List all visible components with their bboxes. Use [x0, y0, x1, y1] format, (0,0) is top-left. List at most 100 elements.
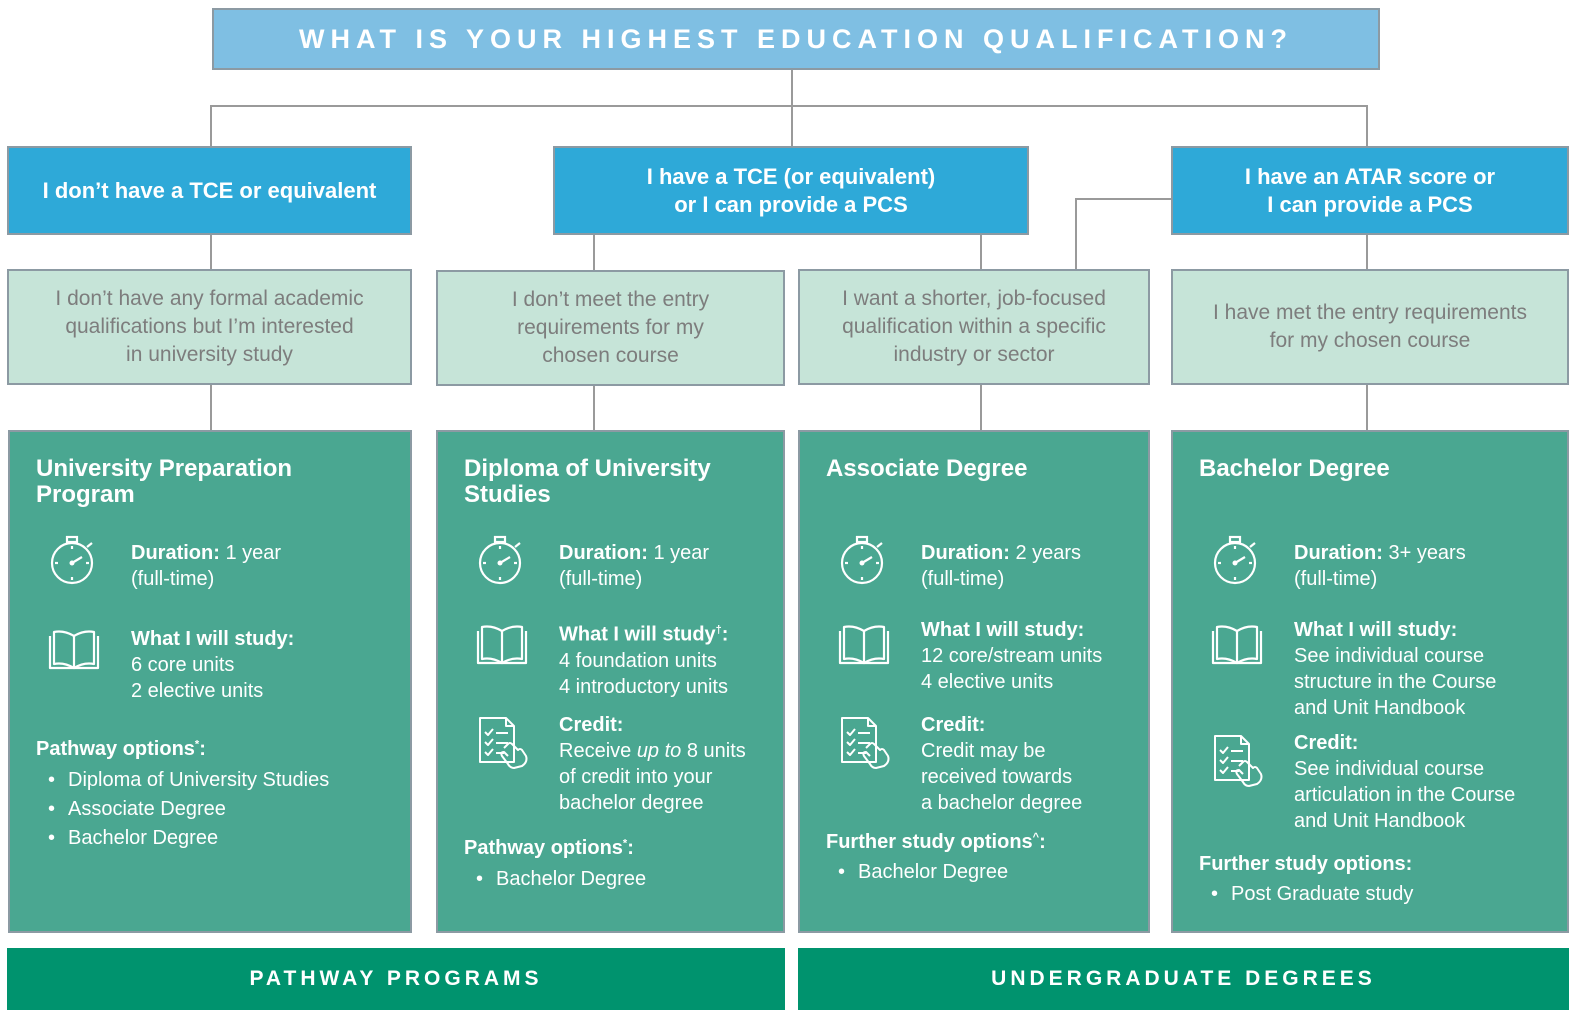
study-label: What I will study: — [131, 628, 295, 650]
study-line: 2 elective units — [131, 680, 264, 702]
situation-text: I don’t meet the entry — [511, 288, 710, 311]
program-card-university-preparation: University Preparation Program Duration:… — [8, 430, 412, 933]
duration-note: (full-time) — [1294, 568, 1378, 590]
duration-note: (full-time) — [921, 568, 1005, 590]
study-line: and Unit Handbook — [1294, 697, 1466, 719]
book-icon — [474, 617, 530, 673]
qualification-label: I don’t have a TCE or equivalent — [42, 177, 377, 203]
situation-text: qualifications but I’m interested — [65, 315, 354, 338]
program-title: University Preparation Program — [36, 455, 293, 508]
list-item: Associate Degree — [48, 795, 329, 824]
connector — [210, 105, 1368, 107]
qualification-box-no-tce: I don’t have a TCE or equivalent — [7, 146, 412, 235]
stopwatch-icon — [46, 532, 102, 588]
credit-line: Credit may be — [921, 740, 1046, 762]
question-title: WHAT IS YOUR HIGHEST EDUCATION QUALIFICA… — [299, 23, 1293, 54]
further-study-list: Bachelor Degree — [838, 858, 1008, 887]
footer-undergraduate-degrees: UNDERGRADUATE DEGREES — [798, 948, 1569, 1010]
study-label: What I will study: — [1294, 619, 1458, 641]
duration-label: Duration: — [131, 542, 220, 564]
list-item: Bachelor Degree — [838, 858, 1008, 887]
situation-text: I want a shorter, job-focused — [842, 287, 1106, 310]
credit-label: Credit: — [559, 714, 624, 736]
pathway-options-list: Diploma of University Studies Associate … — [48, 766, 329, 853]
credit-line: of credit into your — [559, 766, 713, 788]
study-line: See individual course — [1294, 645, 1485, 667]
credit-label: Credit: — [921, 714, 986, 736]
checklist-icon — [1209, 732, 1265, 788]
qualification-label: or I can provide a PCS — [674, 191, 908, 217]
duration-value: 1 year — [653, 542, 710, 564]
list-item: Post Graduate study — [1211, 880, 1413, 909]
duration-value: 3+ years — [1388, 542, 1466, 564]
study-line: 4 foundation units — [559, 649, 717, 672]
study-label: What I will study — [559, 623, 716, 646]
credit-line: See individual course — [1294, 758, 1485, 780]
program-card-diploma: Diploma of University Studies Duration: … — [436, 430, 785, 933]
connector — [593, 386, 595, 430]
pathway-options-label: Pathway options*: — [464, 837, 634, 859]
situation-box-1: I don’t have any formal academic qualifi… — [7, 269, 412, 385]
study-line: 6 core units — [131, 654, 235, 676]
question-header: WHAT IS YOUR HIGHEST EDUCATION QUALIFICA… — [212, 8, 1380, 70]
connector — [1075, 198, 1171, 200]
list-item: Bachelor Degree — [48, 824, 329, 853]
situation-text: I have met the entry requirements — [1213, 301, 1527, 324]
pathway-options-list: Bachelor Degree — [476, 865, 646, 894]
further-study-list: Post Graduate study — [1211, 880, 1413, 909]
qualification-box-atar: I have an ATAR score or I can provide a … — [1171, 146, 1569, 235]
program-card-bachelor-degree: Bachelor Degree Duration: 3+ years (full… — [1171, 430, 1569, 933]
program-card-associate-degree: Associate Degree Duration: 2 years (full… — [798, 430, 1150, 933]
credit-line: bachelor degree — [559, 792, 704, 814]
connector — [210, 385, 212, 430]
duration-note: (full-time) — [559, 568, 643, 590]
duration-label: Duration: — [921, 542, 1010, 564]
credit-line: received towards — [921, 766, 1073, 788]
credit-line: and Unit Handbook — [1294, 810, 1466, 832]
list-item: Diploma of University Studies — [48, 766, 329, 795]
list-item: Bachelor Degree — [476, 865, 646, 894]
situation-box-2: I don’t meet the entry requirements for … — [436, 270, 785, 386]
study-label: What I will study: — [921, 619, 1085, 641]
connector — [1366, 385, 1368, 430]
study-line: 4 elective units — [921, 671, 1054, 693]
checklist-icon — [836, 714, 892, 770]
duration-value: 1 year — [225, 542, 282, 564]
situation-text: I don’t have any formal academic — [55, 287, 364, 310]
footer-label: UNDERGRADUATE DEGREES — [991, 967, 1376, 990]
connector — [210, 235, 212, 269]
connector — [980, 235, 982, 269]
situation-text: chosen course — [542, 344, 679, 367]
connector — [1075, 198, 1077, 269]
credit-line: a bachelor degree — [921, 792, 1083, 814]
connector — [791, 70, 793, 106]
study-line: structure in the Course — [1294, 671, 1497, 693]
qualification-box-tce: I have a TCE (or equivalent) or I can pr… — [553, 146, 1029, 235]
stopwatch-icon — [474, 532, 530, 588]
checklist-icon — [474, 714, 530, 770]
connector — [1366, 235, 1368, 269]
stopwatch-icon — [836, 532, 892, 588]
study-line: 12 core/stream units — [921, 645, 1103, 667]
connector — [210, 105, 212, 146]
situation-box-3: I want a shorter, job-focused qualificat… — [798, 269, 1150, 385]
situation-text: industry or sector — [893, 343, 1055, 366]
situation-text: requirements for my — [517, 316, 704, 339]
program-title: Associate Degree — [826, 455, 1028, 482]
qualification-label: I have an ATAR score or — [1244, 163, 1496, 189]
footer-label: PATHWAY PROGRAMS — [249, 967, 543, 990]
duration-value: 2 years — [1015, 542, 1082, 564]
credit-label: Credit: — [1294, 732, 1359, 754]
situation-text: for my chosen course — [1269, 329, 1471, 352]
credit-line: articulation in the Course — [1294, 784, 1516, 806]
further-study-label: Further study options^: — [826, 831, 1046, 853]
book-icon — [836, 617, 892, 673]
qualification-label: I can provide a PCS — [1267, 191, 1473, 217]
situation-box-4: I have met the entry requirements for my… — [1171, 269, 1569, 385]
book-icon — [1209, 617, 1265, 673]
connector — [980, 385, 982, 430]
program-title: Diploma of University Studies — [464, 455, 711, 508]
connector — [1366, 105, 1368, 146]
footer-pathway-programs: PATHWAY PROGRAMS — [7, 948, 785, 1010]
study-line: 4 introductory units — [559, 675, 728, 698]
